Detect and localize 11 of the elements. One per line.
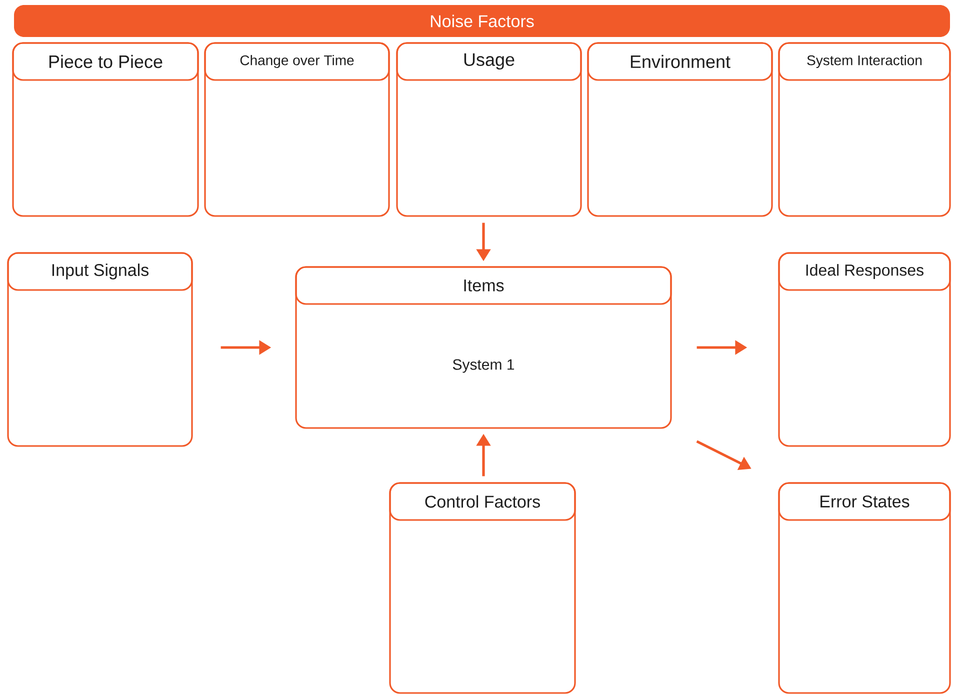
panel: System Interaction — [778, 42, 951, 217]
panel: Ideal Responses — [778, 252, 951, 447]
panel: Error States — [778, 482, 951, 694]
panel: Control Factors — [389, 482, 576, 694]
panel: Usage — [396, 42, 582, 217]
body-text: System 1 — [452, 359, 514, 373]
panel: Piece to Piece — [12, 42, 199, 217]
panel: Change over Time — [204, 42, 390, 217]
panel: Environment — [587, 42, 773, 217]
banner-bar: Noise Factors — [14, 5, 950, 37]
panel: Input Signals — [7, 252, 193, 447]
